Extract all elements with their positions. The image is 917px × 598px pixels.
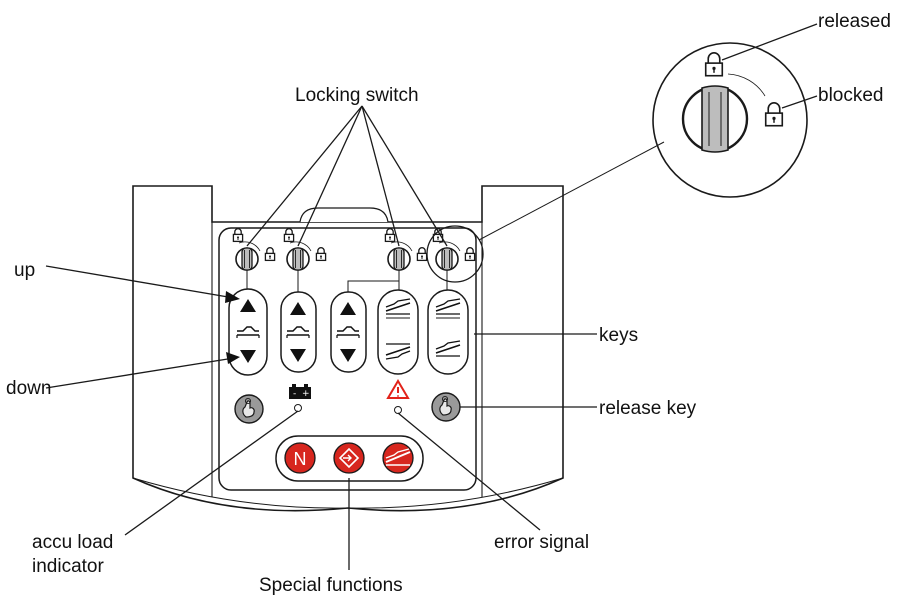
released-label: released (818, 11, 891, 32)
leader-lines (124, 23, 818, 570)
keys-label: keys (599, 325, 638, 346)
highlight-circle (426, 225, 484, 283)
emergency-n-button[interactable]: N (284, 442, 316, 474)
locking-switch-4[interactable] (426, 225, 484, 283)
accu-load-label-line2: indicator (32, 556, 104, 577)
accu-load-indicator: - + (289, 384, 311, 412)
up-label: up (14, 260, 35, 281)
switch-detail-magnified (652, 42, 808, 198)
padlock-closed-icon (764, 102, 784, 127)
locking-switch-label: Locking switch (295, 85, 419, 106)
svg-text:+: + (302, 389, 310, 399)
svg-text:-: - (293, 389, 296, 399)
down-pointer (45, 352, 240, 389)
key-height[interactable] (330, 291, 367, 373)
warning-triangle-icon (386, 379, 410, 399)
accu-load-label-line1: accu load (32, 532, 113, 553)
special-diamond-button[interactable] (333, 442, 365, 474)
key-tilt-2[interactable] (427, 289, 469, 375)
magnifier-line (478, 141, 665, 241)
diamond-arrow-icon (338, 447, 360, 469)
down-label: down (6, 378, 51, 399)
release-key-left[interactable] (234, 394, 264, 424)
error-signal-label: error signal (494, 532, 589, 553)
release-key-label: release key (599, 398, 697, 419)
key-tilt-1[interactable] (377, 289, 419, 375)
switch-connectors (246, 270, 448, 292)
key-leg-rest[interactable] (280, 291, 317, 373)
special-functions-label: Special functions (259, 575, 403, 596)
n-letter-icon: N (294, 449, 307, 469)
bed-tilt-icon (385, 448, 411, 466)
up-pointer (45, 265, 240, 303)
error-signal (386, 379, 410, 414)
key-back-rest[interactable] (228, 288, 268, 376)
battery-icon (289, 387, 311, 399)
release-key-right[interactable] (431, 392, 461, 422)
padlock-open-icon (704, 52, 724, 77)
blocked-label: blocked (818, 85, 884, 106)
special-bed-button[interactable] (382, 442, 414, 474)
